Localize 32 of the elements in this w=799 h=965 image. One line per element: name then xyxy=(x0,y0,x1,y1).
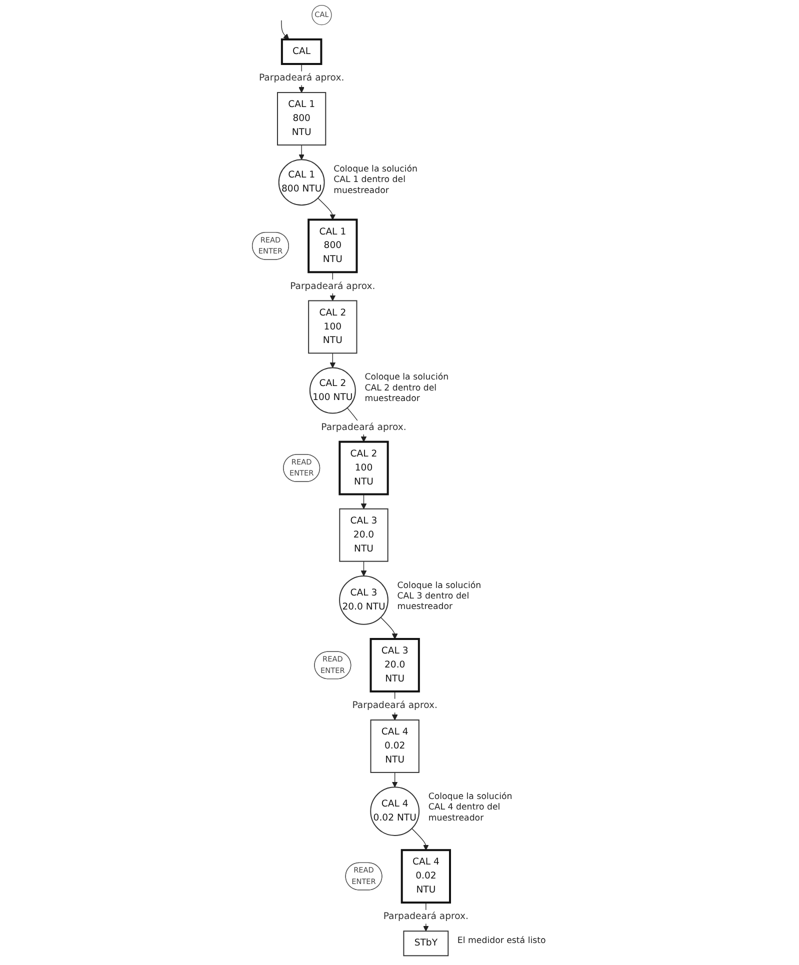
node-box: CAL 1 800 NTU xyxy=(308,218,358,274)
node-circle: CAL 1 800 NTU xyxy=(278,159,326,206)
note-text: El medidor está listo xyxy=(458,936,546,946)
node-circle: CAL 4 0.02 NTU xyxy=(370,786,420,836)
node-box: CAL 2 100 NTU xyxy=(339,440,390,496)
note-text: Coloque la solución CAL 3 dentro del muestreador xyxy=(398,580,482,612)
edge-label: Parpadeará aprox. xyxy=(290,280,376,292)
note-text: Coloque la solución CAL 1 dentro del muestreador xyxy=(334,164,418,196)
note-text: Coloque la solución CAL 4 dentro del muestreador xyxy=(428,792,513,824)
node-box: CAL 1 800 NTU xyxy=(277,92,327,146)
arrow xyxy=(392,772,398,788)
arrow xyxy=(299,144,305,160)
node-box: STbY xyxy=(404,930,450,956)
edge-label: Parpadeará aprox. xyxy=(322,422,407,432)
note-text: Coloque la solución CAL 2 dentro del muestreador xyxy=(365,372,450,404)
arrow xyxy=(330,352,336,368)
node-box: CAL xyxy=(281,38,323,65)
arrow xyxy=(282,20,290,40)
edge-label: Parpadeará aprox. xyxy=(384,911,469,922)
arrow xyxy=(412,828,430,850)
node-box: CAL 4 0.02 NTU xyxy=(370,720,420,773)
node-box: CAL 3 20.0 NTU xyxy=(370,638,420,692)
edge-label: Parpadeará aprox. xyxy=(259,72,345,84)
arrow xyxy=(318,198,336,220)
node-circle: CAL 3 20.0 NTU xyxy=(339,575,389,625)
edge-label: Parpadeará aprox. xyxy=(352,700,438,711)
node-box: CAL 3 20.0 NTU xyxy=(340,508,389,562)
node-box: CAL 4 0.02 NTU xyxy=(401,849,452,904)
node-box: CAL 2 100 NTU xyxy=(308,300,358,354)
arrow xyxy=(361,561,368,576)
node-circle: CAL 2 100 NTU xyxy=(310,367,356,414)
arrow xyxy=(380,617,398,640)
